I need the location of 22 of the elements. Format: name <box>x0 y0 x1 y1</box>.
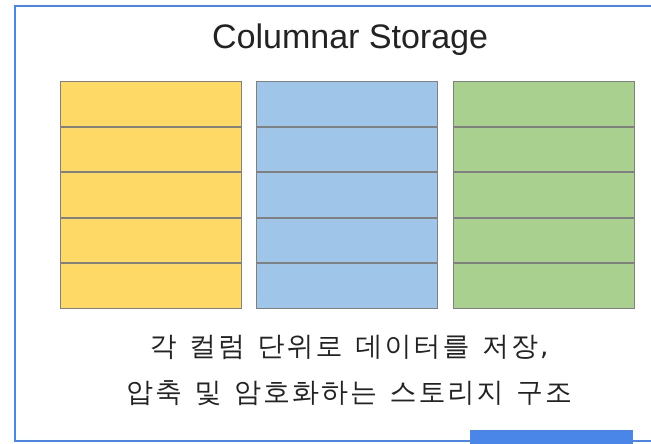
description-text: 압축 및 암호화하는 스토리지 구조 <box>126 376 574 410</box>
tab-bar <box>470 430 633 444</box>
data-cell <box>256 263 438 309</box>
data-cell <box>60 218 242 264</box>
column-box <box>256 81 438 309</box>
column-box <box>453 81 635 309</box>
title: Columnar Storage <box>211 17 489 58</box>
data-cell <box>60 263 242 309</box>
data-cell <box>256 81 438 127</box>
data-cell <box>453 263 635 309</box>
data-cell <box>60 81 242 127</box>
data-cell <box>453 81 635 127</box>
data-cell <box>256 218 438 264</box>
data-cell <box>453 126 635 172</box>
data-cell <box>453 172 635 218</box>
data-cell <box>256 172 438 218</box>
data-cell <box>453 218 635 264</box>
column-box <box>60 81 242 309</box>
data-cell <box>60 172 242 218</box>
data-cell <box>60 126 242 172</box>
description-text: 각 컬럼 단위로 데이터를 저장, <box>150 330 550 364</box>
data-cell <box>256 126 438 172</box>
